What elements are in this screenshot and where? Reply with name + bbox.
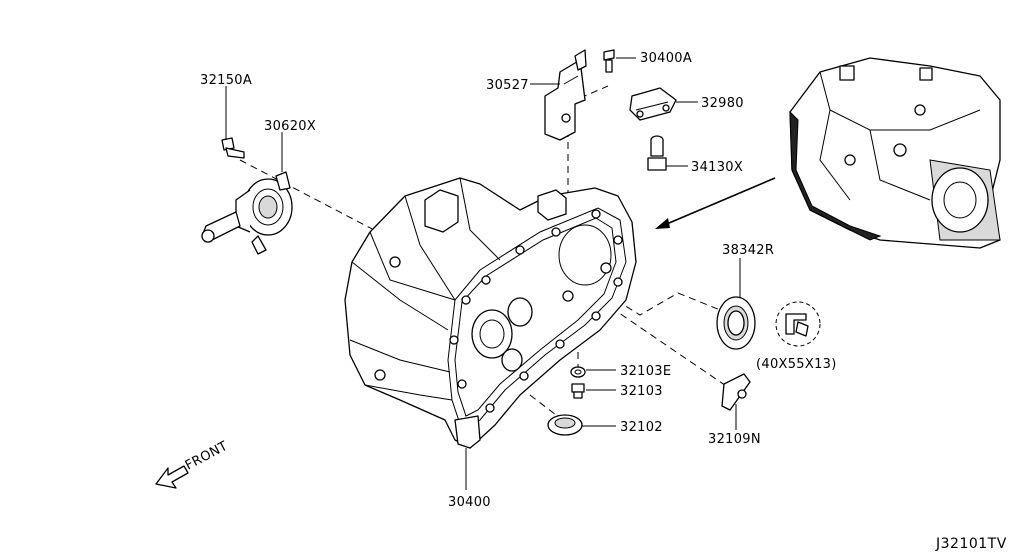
bolt-30400a xyxy=(603,49,615,73)
oil-seal-38342r xyxy=(716,296,756,350)
switch-32980 xyxy=(629,87,677,121)
seal-section-detail xyxy=(775,301,821,347)
diagram-reference-code: J32101TV xyxy=(935,536,1007,552)
label-34130x: 34130X xyxy=(691,160,743,175)
front-label: FRONT xyxy=(183,439,231,474)
leader-lines xyxy=(225,57,741,490)
label-38342r: 38342R xyxy=(722,243,774,258)
label-30527: 30527 xyxy=(486,78,529,93)
transmission-overview xyxy=(789,57,1001,249)
pointer-arrow xyxy=(655,177,776,229)
clutch-slave-cylinder xyxy=(201,171,293,255)
seal-32102 xyxy=(547,414,583,436)
label-32102: 32102 xyxy=(620,420,663,435)
plug-32103 xyxy=(571,383,585,399)
washer-32103e xyxy=(570,366,586,378)
label-32103: 32103 xyxy=(620,384,663,399)
bolt-32150a xyxy=(221,137,245,159)
seal-dimension-note: (40X55X13) xyxy=(756,357,837,372)
label-32109n: 32109N xyxy=(708,432,761,447)
label-32103e: 32103E xyxy=(620,364,671,379)
bracket-30527 xyxy=(544,49,587,141)
label-30620x: 30620X xyxy=(264,119,316,134)
transmission-case xyxy=(344,177,637,449)
sensor-34130x xyxy=(647,135,667,171)
label-30400a: 30400A xyxy=(640,51,692,66)
label-30400: 30400 xyxy=(448,495,491,510)
label-32150a: 32150A xyxy=(200,73,252,88)
retainer-32109n xyxy=(721,373,751,411)
label-32980: 32980 xyxy=(701,96,744,111)
part-labels: 32150A 30620X 30527 30400A 32980 34130X … xyxy=(200,51,837,510)
front-direction-indicator: FRONT xyxy=(155,439,231,489)
